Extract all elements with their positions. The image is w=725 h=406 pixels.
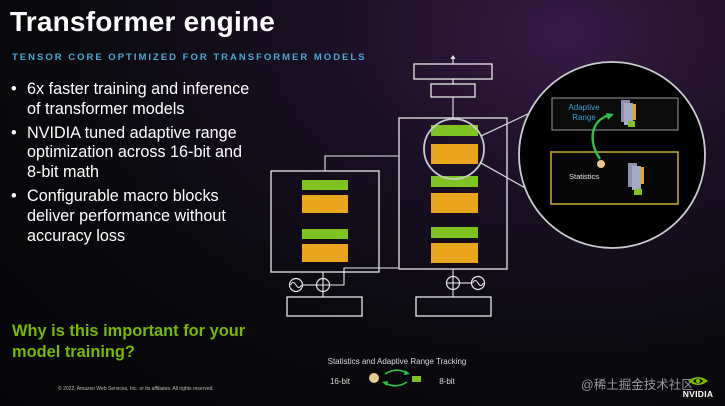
- bullet-text: NVIDIA tuned adaptive range optimization…: [27, 123, 243, 182]
- fp16-block: [431, 144, 478, 164]
- nvidia-logo: NVIDIA: [678, 374, 718, 400]
- bullet-item: • 6x faster training and inference of tra…: [10, 80, 260, 120]
- statistics-label: Statistics: [569, 172, 599, 181]
- fp8-block: [431, 125, 478, 136]
- right-layer: [398, 55, 508, 317]
- legend-left-label: 16-bit: [330, 377, 351, 386]
- bullet-text: Configurable macro blocks deliver perfor…: [27, 186, 226, 245]
- fp16-block: [302, 195, 348, 213]
- bullet-dot-icon: •: [11, 186, 17, 205]
- nvidia-eye-icon: [688, 377, 708, 385]
- connector: [324, 155, 398, 171]
- gpu-chip-icon: [628, 163, 644, 195]
- legend: Statistics and Adaptive Range Tracking 1…: [328, 357, 467, 387]
- fp16-block: [431, 243, 478, 263]
- legend-right-label: 8-bit: [439, 377, 455, 386]
- norm-box: [430, 83, 476, 98]
- fp8-block: [431, 176, 478, 187]
- slide-subtitle: TENSOR CORE OPTIMIZED FOR TRANSFORMER MO…: [12, 52, 367, 63]
- fp16-block: [431, 193, 478, 213]
- adaptive-range-box: [551, 97, 679, 131]
- right-input-box: [415, 296, 492, 317]
- bullet-text: 6x faster training and inference of tran…: [27, 80, 250, 118]
- copyright-text: © 2022, Amazon Web Services, Inc. or its…: [58, 386, 214, 392]
- left-input-box: [286, 296, 363, 317]
- bullet-item: • Configurable macro blocks deliver perfo…: [10, 187, 260, 246]
- statistics-box: [550, 151, 679, 205]
- bullet-dot-icon: •: [11, 80, 17, 98]
- fp8-block: [431, 227, 478, 238]
- legend-fp8-swatch: [412, 376, 421, 382]
- watermark-text: @稀土掘金技术社区: [581, 378, 694, 392]
- nvidia-logo-text: NVIDIA: [682, 389, 714, 399]
- highlight-ring: [423, 118, 485, 180]
- question-heading: Why is this important for your model tra…: [12, 322, 246, 361]
- bullet-item: • NVIDIA tuned adaptive range optimizatio…: [10, 124, 260, 183]
- gpu-chip-icon: [621, 100, 636, 127]
- bullet-dot-icon: •: [11, 123, 17, 142]
- left-layer: [270, 155, 398, 317]
- cycle-arrows-icon: [591, 113, 611, 160]
- output-box: [413, 63, 493, 80]
- fp8-block: [302, 229, 348, 239]
- cycle-arrows-icon: [382, 369, 410, 387]
- fp8-block: [302, 180, 348, 190]
- legend-title: Statistics and Adaptive Range Tracking: [328, 357, 467, 366]
- fp16-block: [302, 244, 348, 262]
- bullet-list: • 6x faster training and inference of tra…: [10, 80, 260, 250]
- slide-title: Transformer engine: [10, 6, 276, 37]
- tracking-dot: [597, 160, 605, 168]
- legend-dot: [369, 373, 379, 383]
